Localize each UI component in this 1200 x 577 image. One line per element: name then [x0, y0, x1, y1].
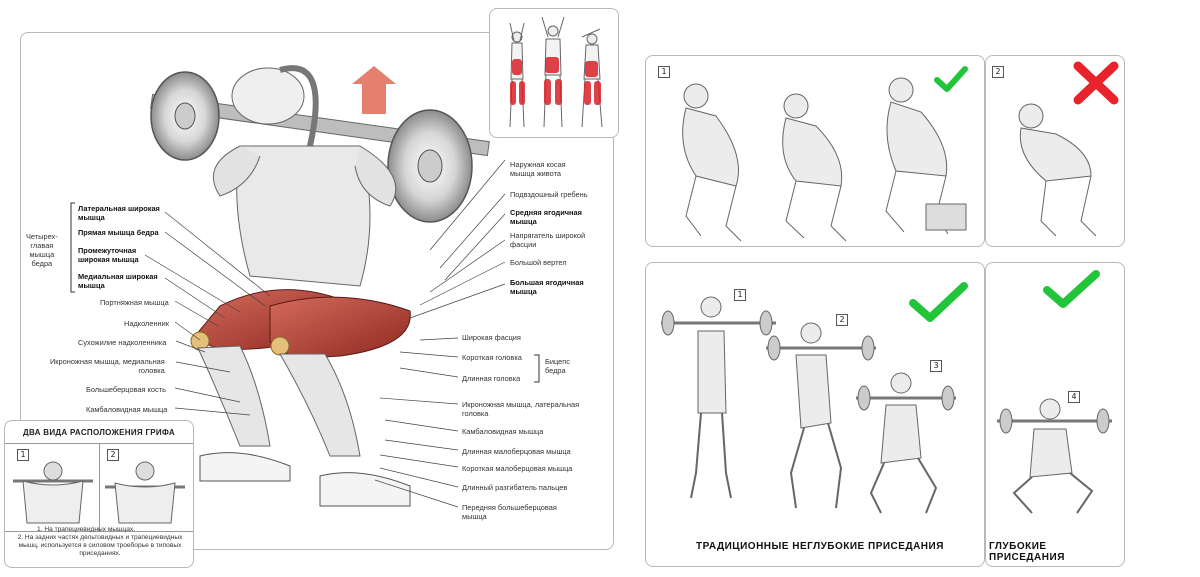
bottom-squat-panel-2: 4 ГЛУБОКИЕ ПРИСЕДАНИЯ: [985, 262, 1125, 567]
muscle-inset-figures: [509, 16, 603, 128]
check-icon-top: [934, 66, 968, 92]
grip-note-1: 1. На трапециевидных мышцах.: [37, 526, 135, 533]
bottom-number-3: 3: [930, 360, 942, 372]
label-soleus-right: Камбаловидная мышца: [462, 427, 544, 436]
label-soleus-left: Камбаловидная мышца: [86, 405, 168, 414]
label-gluteus-medius: Средняя ягодичная мышца: [510, 208, 582, 226]
label-rectus-femoris: Прямая мышца бедра: [78, 228, 159, 237]
caption-deep-squats: ГЛУБОКИЕ ПРИСЕДАНИЯ: [989, 541, 1065, 563]
label-long-head: Длинная головка: [462, 374, 521, 383]
label-sartorius: Портняжная мышца: [100, 298, 169, 307]
grip-number-1: 1: [17, 449, 29, 461]
grip-note-2: 2. На задних частях дельтовидных и трапе…: [17, 534, 183, 557]
bottom-number-1: 1: [734, 289, 746, 301]
label-extensor-digitorum-longus: Длинный разгибатель пальцев: [462, 483, 568, 492]
squat-anatomy-illustration: [150, 65, 490, 507]
left-leader-lines: [144, 159, 506, 508]
label-quadriceps-group: Четырех- главая мышца бедра: [26, 232, 58, 268]
label-lateral-vastus: Латеральная широкая мышца: [78, 204, 160, 222]
label-gastrocnemius-medial: Икроножная мышца, медиальная головка: [50, 357, 165, 375]
label-biceps-femoris-group: Бицепс бедра: [545, 357, 570, 375]
label-vastus-medialis: Медиальная широкая мышца: [78, 272, 158, 290]
grip-number-2: 2: [107, 449, 119, 461]
caption-traditional-squats: ТРАДИЦИОННЫЕ НЕГЛУБОКИЕ ПРИСЕДАНИЯ: [696, 541, 944, 552]
traditional-squat-sequence: [661, 296, 956, 514]
label-fascia-lata: Широкая фасция: [462, 333, 521, 342]
top-number-2: 2: [992, 66, 1004, 78]
bottom-squat-panel-1: 1 2 3 ТРАДИЦИОННЫЕ НЕГЛУБОКИЕ П: [645, 262, 985, 567]
label-tibialis-anterior: Передняя большеберцовая мышца: [462, 503, 557, 521]
deep-squat-figure: [997, 398, 1112, 514]
grip-box-title: ДВА ВИДА РАСПОЛОЖЕНИЯ ГРИФА: [23, 428, 175, 437]
top-squat-sequence: [682, 77, 967, 242]
label-gastrocnemius-lateral: Икроножная мышца, латеральная головка: [462, 400, 580, 418]
label-greater-trochanter: Большой вертел: [510, 258, 567, 267]
label-iliac-crest: Подвздошный гребень: [510, 190, 588, 199]
label-tensor-fasciae-latae: Напрягатель широкой фасции: [510, 231, 586, 249]
top-squat-panel-2: 2: [985, 55, 1125, 247]
label-patellar-tendon: Сухожилие надколенника: [78, 338, 167, 347]
up-arrow-icon: [352, 66, 396, 114]
quad-bracket: [70, 202, 75, 293]
top-number-1: 1: [658, 66, 670, 78]
deep-squat-wrong-figure: [1018, 103, 1097, 237]
grip-figure-1: [13, 461, 93, 524]
grip-figure-2: [105, 461, 185, 524]
top-squat-panel-1: 1: [645, 55, 985, 247]
label-vastus-intermedius: Промежуточная широкая мышца: [78, 246, 139, 264]
check-icon-bottom-1: [909, 282, 968, 322]
label-tibia: Большеберцовая кость: [86, 385, 166, 394]
label-patella: Надколенник: [124, 319, 169, 328]
check-icon-bottom-2: [1043, 270, 1100, 308]
label-peroneus-longus: Длинная малоберцовая мышца: [462, 447, 571, 456]
grip-positions-box: ДВА ВИДА РАСПОЛОЖЕНИЯ ГРИФА 1 2 1. На тр…: [4, 420, 194, 568]
muscle-inset: [489, 8, 619, 138]
bottom-number-2: 2: [836, 314, 848, 326]
biceps-bracket: [534, 354, 540, 383]
label-peroneus-brevis: Короткая малоберцовая мышца: [462, 464, 573, 473]
label-external-oblique: Наружная косая мышца живота: [510, 160, 566, 178]
cross-icon-top: [1073, 61, 1119, 105]
bottom-number-4: 4: [1068, 391, 1080, 403]
label-gluteus-maximus: Большая ягодичная мышца: [510, 278, 584, 296]
label-short-head: Короткая головка: [462, 353, 522, 362]
